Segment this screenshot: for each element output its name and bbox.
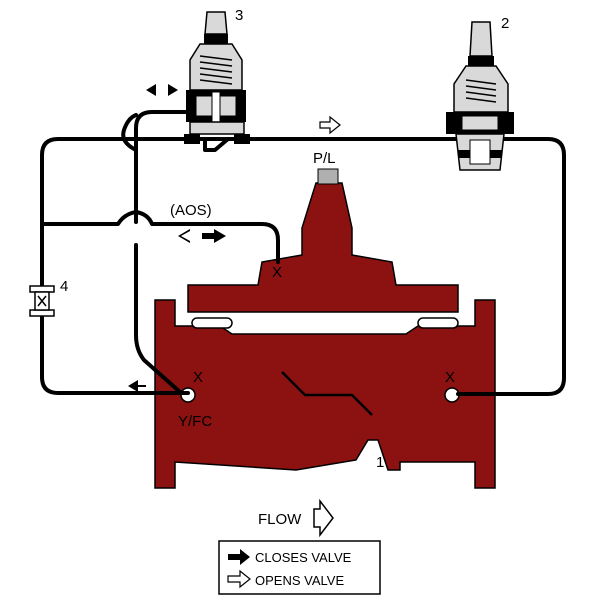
pl-port-plug [317,168,339,185]
pipe-aos [40,210,280,264]
flow-arrow-icon [313,498,334,538]
valve-bonnet [187,182,459,313]
inlet-x: X [193,369,203,386]
pipe-pilot3-drop [203,137,230,152]
pipe-outlet-loop [456,137,566,396]
pl-port-label: P/L [313,150,336,167]
main-valve-body [154,168,496,489]
pilot-3-number: 3 [235,7,243,24]
fitting-4-number: 4 [60,278,68,295]
pilot3-adjust-cap [204,11,228,35]
valve-seat-line [281,371,373,416]
outlet-x: X [445,369,455,386]
pilot-3 [184,11,250,144]
aos-port-label: (AOS) [170,202,212,219]
legend-opens-valve: OPENS VALVE [255,573,344,588]
pipe-hop-top [121,113,138,152]
opens-arrow-top [319,115,341,135]
legend-closes-valve: CLOSES VALVE [255,550,352,565]
pipe-inlet-loop [40,137,462,395]
closes-valve-icon [228,549,250,565]
pilot3-bonnet [189,43,243,91]
upper-chamber-x: X [272,264,282,281]
bidirectional-arrow-aos [178,229,226,243]
opens-valve-icon [227,569,251,589]
closes-arrow-inlet [128,380,146,392]
pilot2-bonnet [453,65,509,113]
fitting-4 [29,285,55,317]
body-slot-left [191,317,233,329]
bidirectional-arrow-pilot3 [146,84,178,96]
flow-label: FLOW [258,511,302,528]
body-slot-right [417,317,459,329]
pilot-piping [40,110,566,396]
pilot-2-number: 2 [501,15,509,32]
legend-box: CLOSES VALVE OPENS VALVE [218,540,381,595]
pilot2-adjust-cap [469,21,493,57]
pilot-2 [446,21,514,171]
pipe-riser [134,110,188,394]
valve-1-number: 1 [376,454,384,471]
yfc-port-label: Y/FC [178,413,212,430]
